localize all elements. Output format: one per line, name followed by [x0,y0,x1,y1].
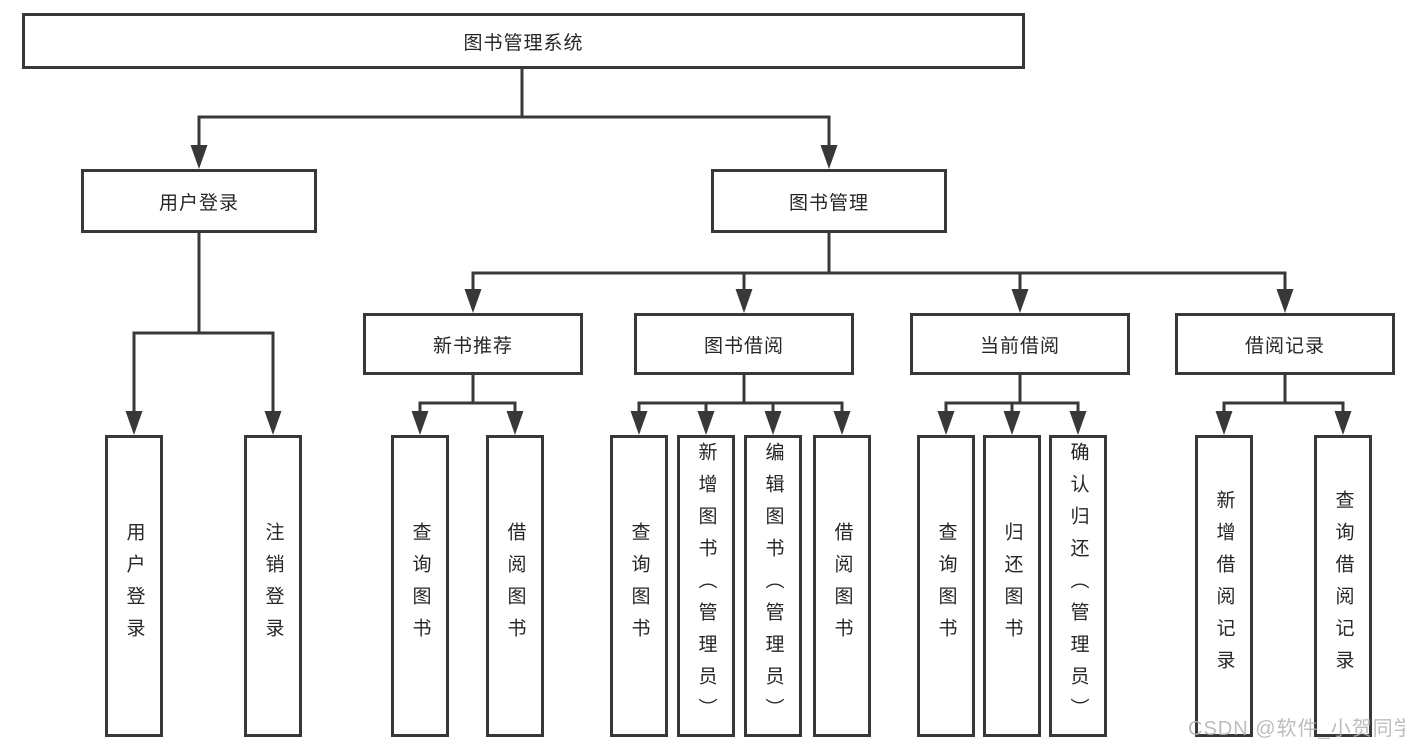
node-label: 查询图书 [409,522,431,650]
node-label: 编辑图书（管理员） [762,442,784,730]
csdn-watermark: CSDN @软件_小贺同学 [1188,718,1405,740]
node-label: 图书管理系统 [463,32,584,54]
node-label: 借阅记录 [1244,335,1325,357]
leaf-add-books-admin: 新增图书（管理员） [677,435,735,737]
node-new-book-recommendation: 新书推荐 [363,313,583,375]
node-label: 借阅图书 [504,522,526,650]
leaf-edit-books-admin: 编辑图书（管理员） [744,435,802,737]
node-current-borrowing: 当前借阅 [910,313,1130,375]
node-borrowing-records: 借阅记录 [1175,313,1395,375]
leaf-confirm-return-admin: 确认归还（管理员） [1049,435,1107,737]
leaf-return-books: 归还图书 [983,435,1041,737]
node-label: 借阅图书 [831,522,853,650]
node-label: 查询图书 [935,522,957,650]
leaf-add-borrow-record: 新增借阅记录 [1195,435,1253,737]
node-user-login: 用户登录 [81,169,317,233]
node-book-borrowing: 图书借阅 [634,313,854,375]
node-library-management-system: 图书管理系统 [22,13,1025,69]
leaf-query-books-borrowing: 查询图书 [610,435,668,737]
node-label: 查询借阅记录 [1332,490,1354,682]
node-label: 用户登录 [123,522,145,650]
node-label: 新书推荐 [432,335,513,357]
node-label: 当前借阅 [979,335,1060,357]
leaf-query-books-recommend: 查询图书 [391,435,449,737]
node-label: 归还图书 [1001,522,1023,650]
leaf-query-books-current: 查询图书 [917,435,975,737]
leaf-user-login: 用户登录 [105,435,163,737]
leaf-query-borrow-record: 查询借阅记录 [1314,435,1372,737]
leaf-borrow-books-recommend: 借阅图书 [486,435,544,737]
leaf-borrow-books: 借阅图书 [813,435,871,737]
node-label: 确认归还（管理员） [1067,442,1089,730]
leaf-logout: 注销登录 [244,435,302,737]
node-label: 新增借阅记录 [1213,490,1235,682]
node-label: 图书管理 [788,192,869,214]
node-label: 注销登录 [262,522,284,650]
node-label: 用户登录 [158,192,239,214]
node-label: 查询图书 [628,522,650,650]
node-book-management: 图书管理 [711,169,947,233]
node-label: 新增图书（管理员） [695,442,717,730]
node-label: 图书借阅 [703,335,784,357]
